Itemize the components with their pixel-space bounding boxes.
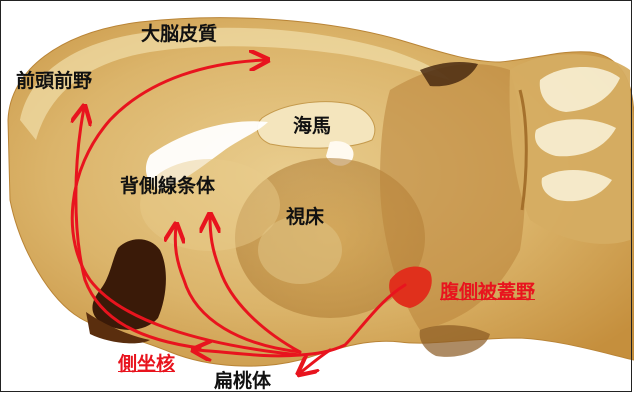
label-hippocampus: 海馬 xyxy=(293,117,331,136)
label-cortex: 大脳皮質 xyxy=(141,25,217,44)
label-prefrontal: 前頭前野 xyxy=(16,72,92,91)
label-amygdala: 扁桃体 xyxy=(214,372,271,391)
label-vta: 腹側被蓋野 xyxy=(440,283,535,302)
label-dorsal-striatum: 背側線条体 xyxy=(120,177,215,196)
label-thalamus: 視床 xyxy=(286,208,324,227)
label-nucleus-accumbens: 側坐核 xyxy=(118,355,175,374)
